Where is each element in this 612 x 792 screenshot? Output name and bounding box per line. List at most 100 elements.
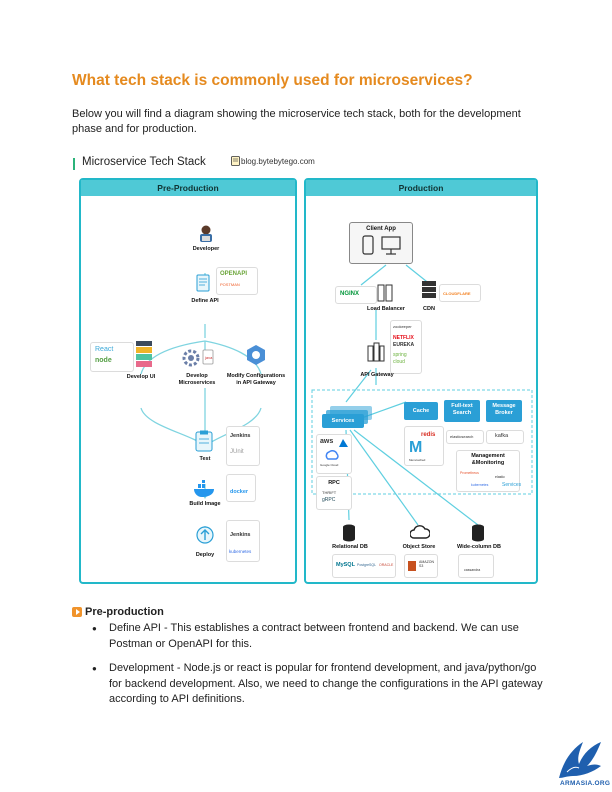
netflix-logo: NETFLIX <box>393 335 414 341</box>
rpc-box: RPC THRIFT gRPC <box>316 476 352 510</box>
production-header: Production <box>306 180 536 196</box>
nginx-logo: NGINX <box>340 291 360 297</box>
preproduction-header: Pre-Production <box>81 180 295 196</box>
svg-text:java: java <box>204 355 213 360</box>
google-cloud-label: Google Cloud <box>320 463 339 467</box>
section-title: Pre-production <box>85 606 164 618</box>
elastic-logo: elastic <box>495 475 505 479</box>
test-label: Test <box>199 456 211 462</box>
relational-tools-box: MySQL PostgreSQL ORACLE <box>332 554 396 578</box>
cloudflare-logo: CLOUDFLARE <box>443 291 471 296</box>
wide-column-db-icon <box>472 524 484 542</box>
modify-config-label: Modify Configurations in API Gateway <box>226 373 286 386</box>
jenkins-deploy-logo: Jenkins <box>230 532 251 538</box>
devices-icon <box>362 235 401 255</box>
newsletter-icon <box>231 156 240 166</box>
object-store-tools-box: AMAZON S3 <box>404 554 438 578</box>
section-heading: Pre-production <box>72 606 164 618</box>
cdn-label: CDN <box>423 306 435 312</box>
test-tools-box: Jenkins JUnit <box>226 426 260 466</box>
cassandra-logo: cassandra <box>464 568 481 572</box>
play-icon <box>72 607 82 617</box>
fulltext-search-box: Full-text Search <box>444 400 480 422</box>
diagram-title: Microservice Tech Stack <box>82 156 206 168</box>
clipboard-icon <box>195 430 213 452</box>
services-box: Services <box>322 414 364 428</box>
cache-box: Cache <box>404 402 438 420</box>
microservice-diagram: Microservice Tech Stack blog.bytebytego.… <box>73 150 539 584</box>
client-app-box: Client App <box>349 222 413 264</box>
preproduction-connectors <box>140 273 262 541</box>
search-tools-box: elasticsearch <box>446 430 484 444</box>
thrift-logo: THRIFT <box>322 490 337 495</box>
eagle-logo-icon <box>559 742 601 778</box>
monitoring-box: Management &Monitoring Prometheus elasti… <box>456 450 520 492</box>
kubernetes-monitor-logo: kubernetes <box>471 483 489 487</box>
intro-paragraph: Below you will find a diagram showing th… <box>72 108 521 135</box>
jenkins-logo: Jenkins <box>230 433 251 439</box>
openapi-logo: OPENAPI <box>220 271 248 277</box>
junit-logo: JUnit <box>230 449 244 455</box>
relational-db-icon <box>343 524 355 542</box>
api-gateway-icon <box>367 342 385 362</box>
node-logo: node <box>95 357 112 364</box>
message-broker-box: Message Broker <box>486 400 522 422</box>
build-tools-box: docker <box>226 474 256 502</box>
zookeeper-logo: zookeeper <box>393 324 412 329</box>
amazon-s3-logo: AMAZON S3 <box>419 560 434 568</box>
define-api-tools-box: OPENAPI POSTMAN <box>216 267 258 295</box>
wide-column-db-label: Wide-column DB <box>457 544 501 550</box>
client-app-label: Client App <box>366 226 396 232</box>
deploy-label: Deploy <box>195 552 215 558</box>
production-panel: Production Client App <box>304 178 538 584</box>
developer-icon <box>200 225 212 242</box>
kafka-logo: kafka <box>495 433 509 439</box>
memcached-logo: M <box>409 439 423 456</box>
kubernetes-logo: kubernetes <box>229 549 252 554</box>
define-api-label: Define API <box>191 298 219 304</box>
eureka-logo: EUREKA <box>393 342 415 348</box>
elasticsearch-logo: elasticsearch <box>450 434 474 439</box>
s3-bucket-icon <box>408 561 416 571</box>
spring-logo: spring <box>393 352 407 358</box>
load-balancer-label: Load Balancer <box>367 306 405 312</box>
docker-logo: docker <box>230 489 249 495</box>
gears-icon: java <box>182 349 214 367</box>
api-gateway-label: API Gateway <box>360 372 394 378</box>
nginx-box: NGINX <box>335 286 377 304</box>
list-item: Define API - This establishes a contract… <box>92 621 552 652</box>
docker-whale-icon <box>194 480 214 497</box>
cloudflare-box: CLOUDFLARE <box>439 284 481 302</box>
deploy-tools-box: Jenkins kubernetes <box>226 520 260 562</box>
object-store-label: Object Store <box>402 544 436 550</box>
azure-icon <box>339 439 348 447</box>
relational-db-label: Relational DB <box>332 544 368 550</box>
memcached-label: Memcached <box>409 458 426 462</box>
broker-tools-box: kafka <box>486 430 524 444</box>
grpc-logo: gRPC <box>322 497 336 503</box>
list-item: Development - Node.js or react is popula… <box>92 661 552 708</box>
preproduction-panel: Pre-Production <box>79 178 297 584</box>
registry-tools-box: zookeeper NETFLIX EUREKA spring cloud <box>390 320 422 374</box>
title-accent-bar <box>73 158 75 170</box>
management-monitoring-label: Management &Monitoring <box>471 453 505 466</box>
spring-cloud-logo: cloud <box>393 359 405 365</box>
prometheus-logo: Prometheus <box>460 471 479 475</box>
cloud-providers-box: aws Google Cloud <box>316 434 352 474</box>
postgresql-logo: PostgreSQL <box>357 563 377 567</box>
google-cloud-icon <box>325 450 339 460</box>
document-icon <box>196 274 210 292</box>
mysql-logo: MySQL <box>336 562 355 568</box>
develop-ui-label: Develop UI <box>126 374 156 380</box>
rpc-label: RPC <box>328 480 340 486</box>
bullet-list: Define API - This establishes a contract… <box>92 621 552 717</box>
developer-label: Developer <box>192 246 220 252</box>
page-heading: What tech stack is commonly used for mic… <box>72 72 473 89</box>
build-image-label: Build Image <box>189 501 221 507</box>
aws-logo: aws <box>320 438 334 445</box>
wide-column-tools-box: cassandra <box>458 554 494 578</box>
services-region-tag: Services <box>502 482 522 488</box>
object-store-icon <box>410 525 430 539</box>
config-gear-icon <box>247 345 265 365</box>
ui-stack-icon <box>136 341 152 367</box>
